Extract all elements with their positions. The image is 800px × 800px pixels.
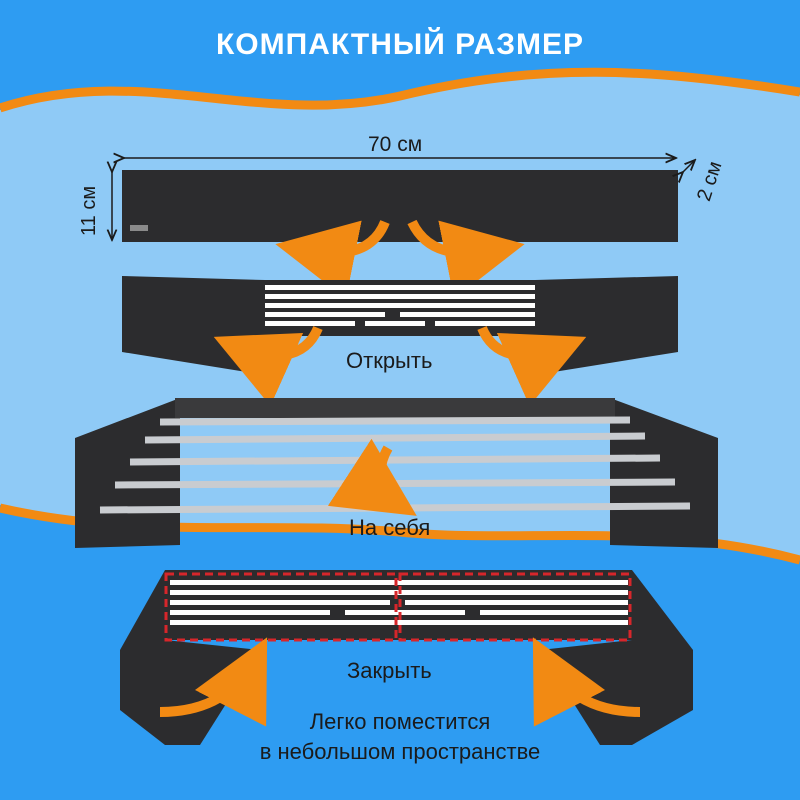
step-open-label: Открыть bbox=[346, 348, 433, 373]
arrow-right-1 bbox=[407, 219, 525, 299]
footer-line-2: в небольшом пространстве bbox=[259, 739, 541, 764]
footer-line-1: Легко поместится bbox=[309, 709, 491, 734]
folding-dryer bbox=[120, 570, 693, 745]
depth-dim-line bbox=[683, 160, 695, 172]
closed-dryer bbox=[122, 170, 678, 242]
wave-top bbox=[0, 67, 800, 113]
arrow-left-1 bbox=[275, 219, 390, 299]
arrow-up-left bbox=[159, 637, 268, 727]
page-title: КОМПАКТНЫЙ РАЗМЕР bbox=[215, 28, 585, 61]
step-close-label: Закрыть bbox=[347, 658, 432, 683]
height-label: 11 см bbox=[78, 185, 100, 236]
arrow-left-2 bbox=[213, 325, 323, 406]
width-label: 70 см bbox=[368, 133, 423, 156]
arrow-down bbox=[327, 438, 417, 516]
arrow-right-2 bbox=[477, 325, 587, 406]
step-pull-label: На себя bbox=[349, 515, 431, 540]
arrow-up-right bbox=[532, 637, 641, 727]
footer-hint: Легко поместится в небольшом пространств… bbox=[150, 707, 650, 767]
